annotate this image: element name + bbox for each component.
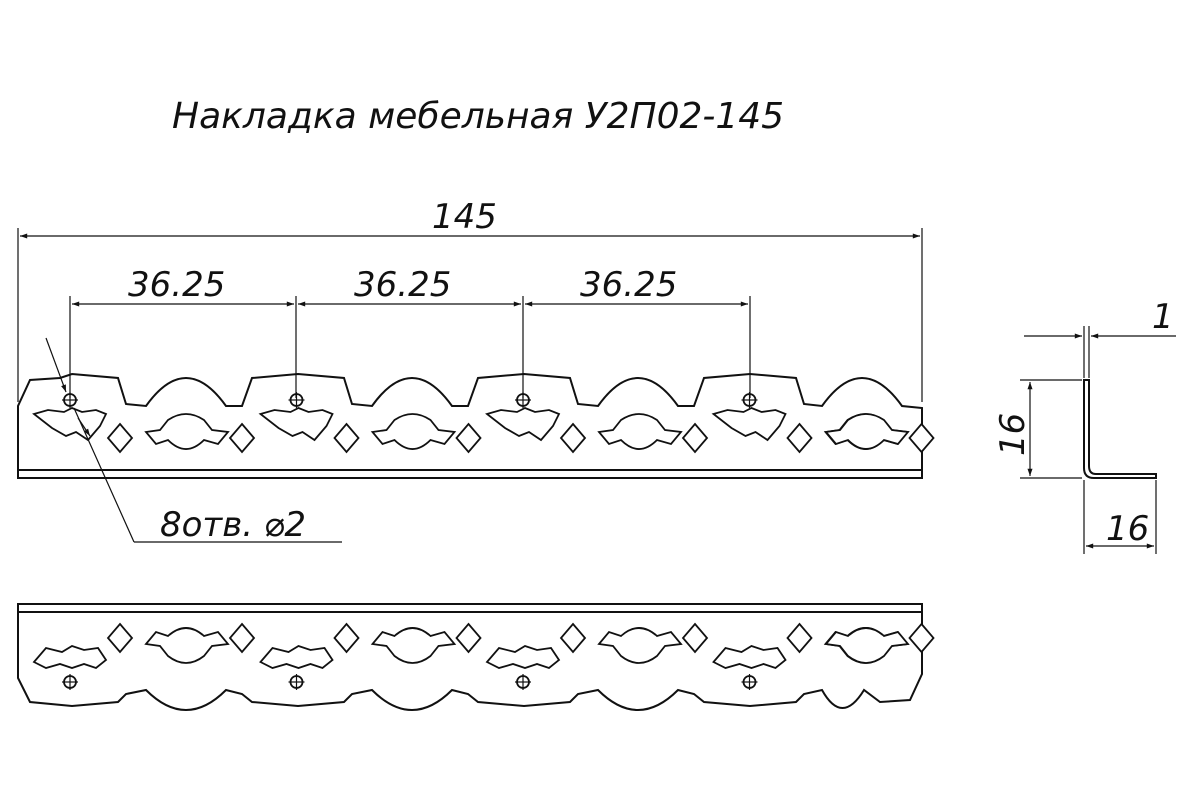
front-view (17, 372, 935, 479)
ornament-back-2 (259, 623, 482, 691)
ornament-front-4 (712, 391, 935, 453)
dim-spacing-2: 36.25 (354, 265, 451, 305)
dimension-overall-length: 145 (17, 197, 923, 402)
dim-145-label: 145 (432, 197, 497, 237)
ornament-back-1 (33, 623, 255, 691)
profile-view: 1 16 16 (993, 297, 1176, 554)
hole-note: 8отв. ⌀2 (160, 505, 306, 545)
dim-spacing-3: 36.25 (580, 265, 677, 305)
dim-thickness-label: 1 (1152, 297, 1174, 337)
hole-leader: 8отв. ⌀2 (45, 337, 342, 545)
ornament-back-3 (486, 623, 708, 691)
dim-width-label: 16 (1106, 509, 1149, 549)
dim-spacing-1: 36.25 (128, 265, 225, 305)
drawing-title: Накладка мебельная У2П02-145 (172, 96, 784, 137)
dim-height-label: 16 (993, 413, 1033, 456)
dimension-hole-spacing: 36.25 36.25 36.25 (69, 265, 751, 398)
back-view (17, 603, 935, 711)
